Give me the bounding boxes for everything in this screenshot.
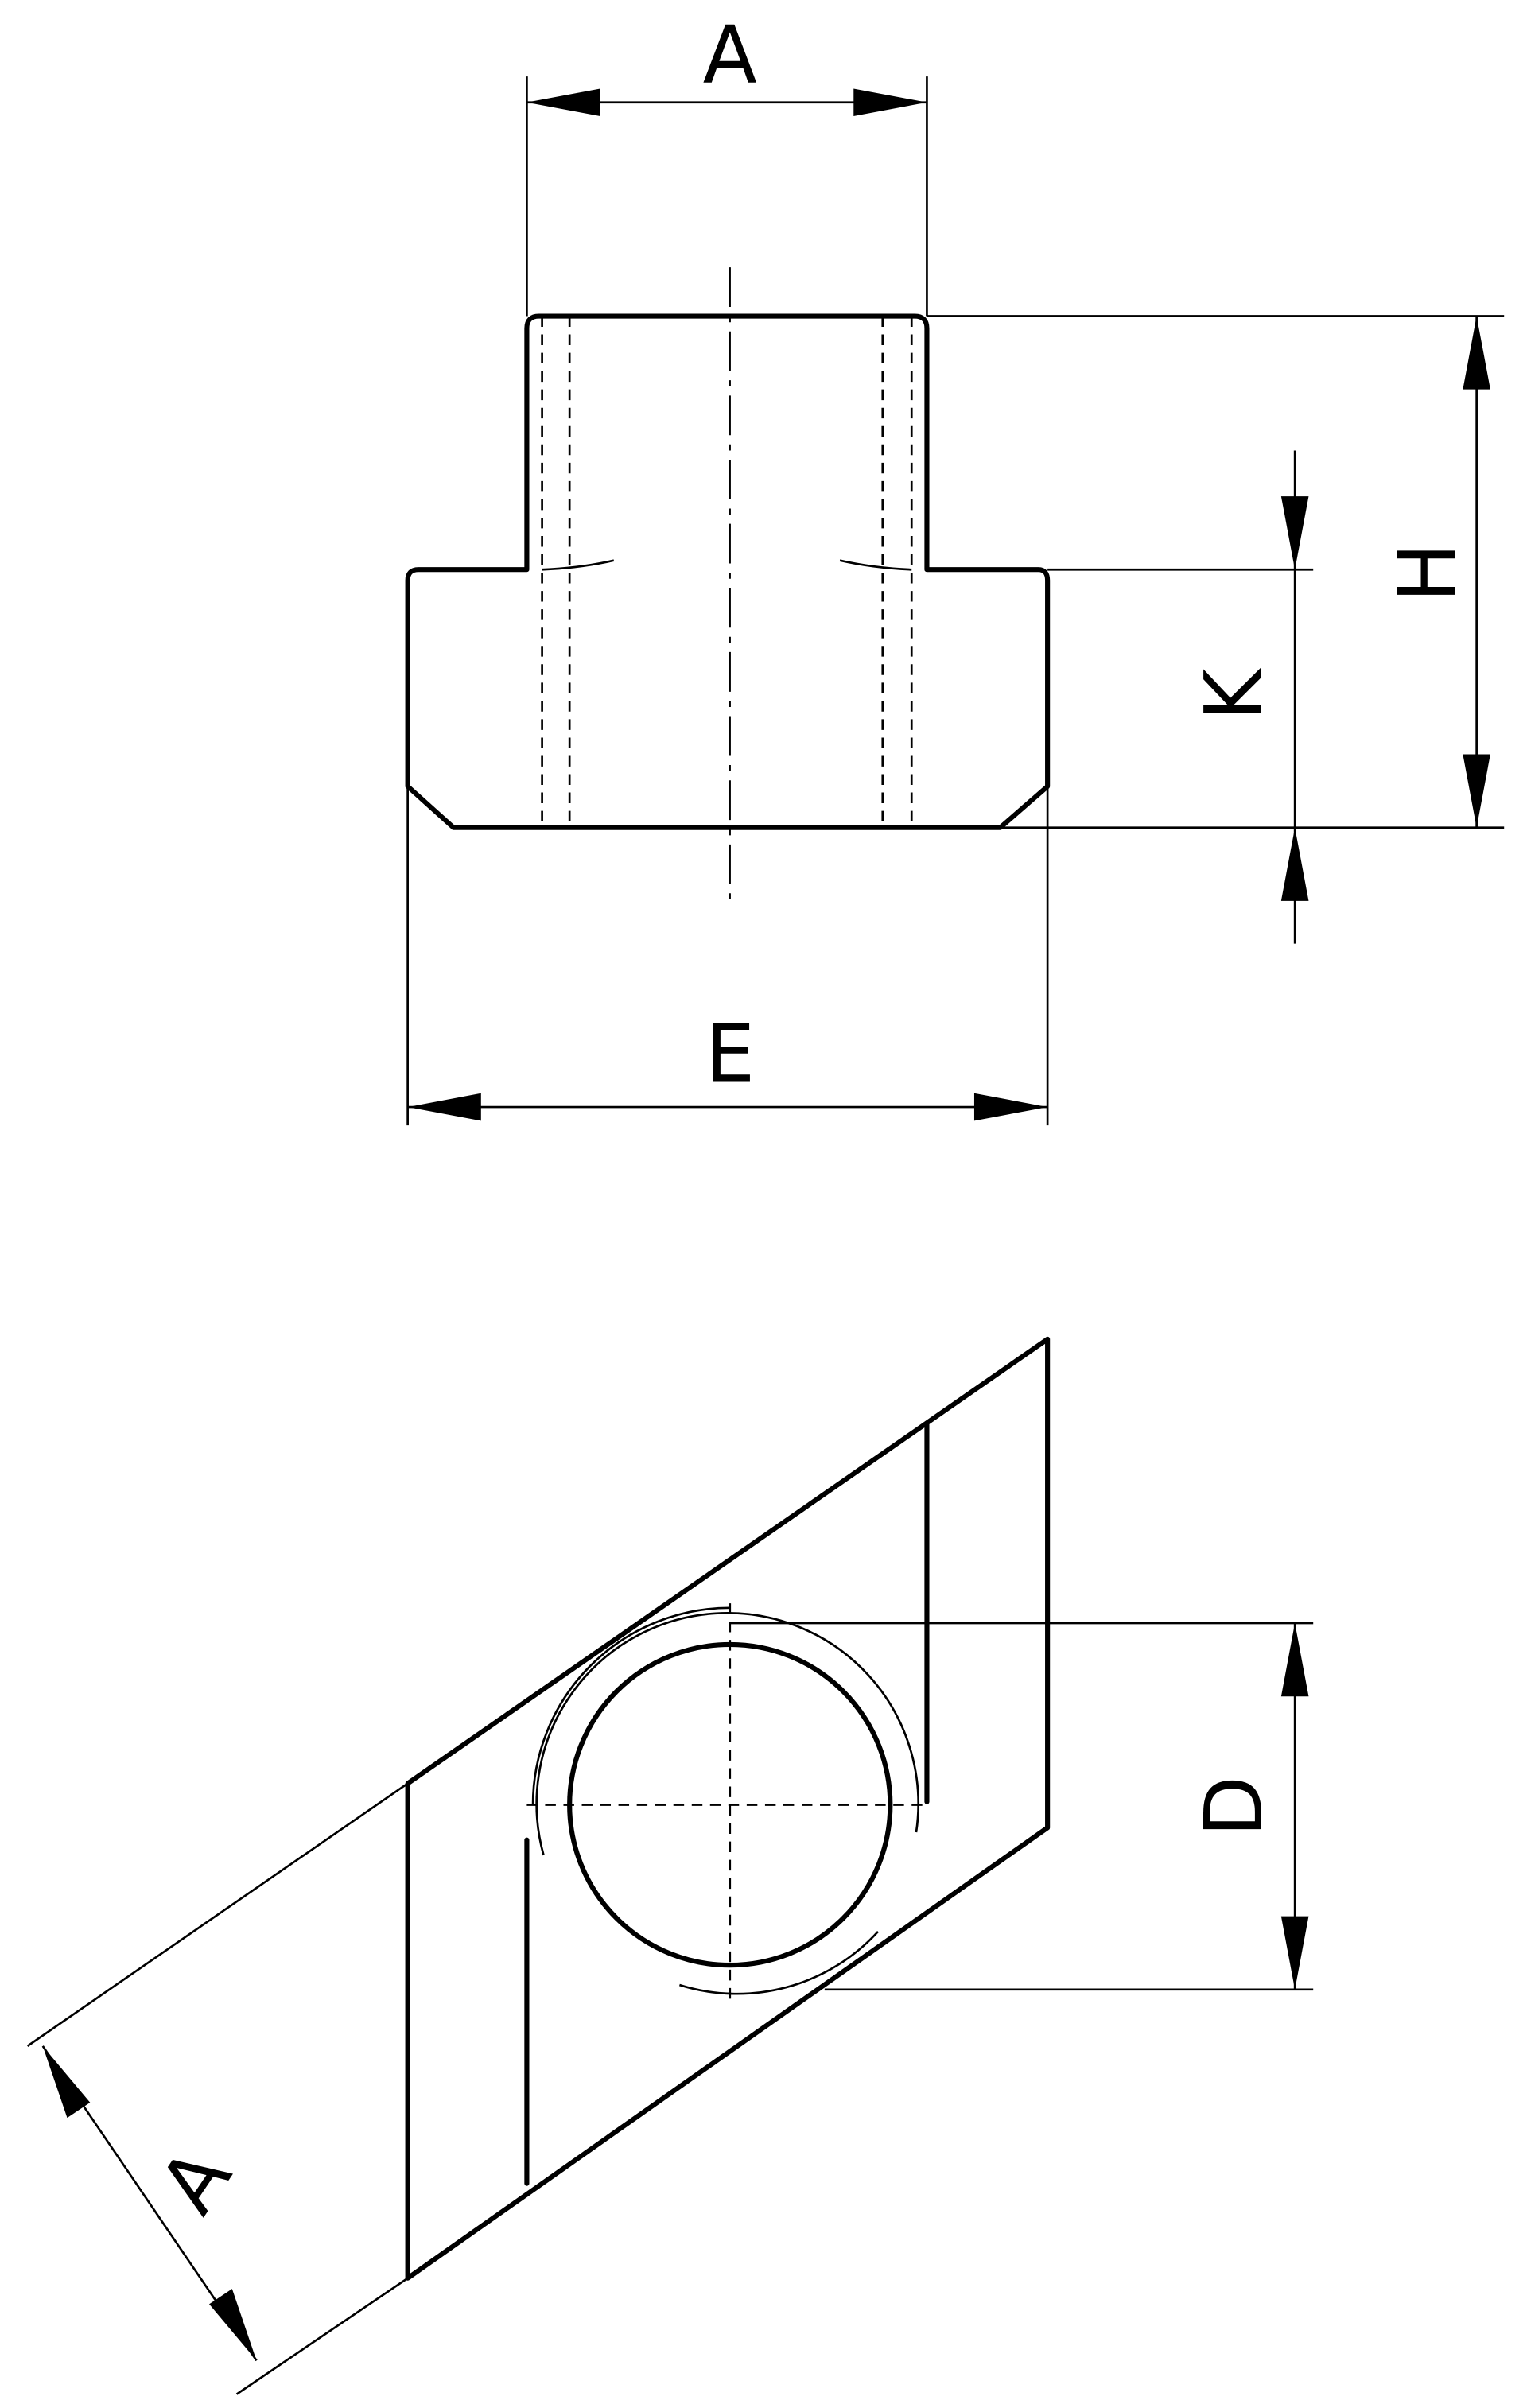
arrowhead xyxy=(1463,316,1490,390)
label-a-top: A xyxy=(703,9,757,102)
side-view: A H K E xyxy=(405,9,1505,1126)
arrowhead xyxy=(1463,754,1490,828)
arrowhead xyxy=(209,2289,257,2361)
arrowhead xyxy=(973,1093,1048,1121)
dimension-h: H xyxy=(927,315,1505,829)
arrowhead xyxy=(1280,496,1309,570)
label-e: E xyxy=(705,1007,755,1100)
arrowhead xyxy=(526,88,600,116)
thread-arc-inner xyxy=(531,1606,730,1805)
thread-hidden-lines xyxy=(541,316,913,825)
arrowhead xyxy=(407,1093,481,1121)
dimension-e: E xyxy=(406,786,1049,1126)
dimension-d: D xyxy=(729,1622,1314,1991)
top-view: D A xyxy=(26,1336,1314,2395)
dimension-k: K xyxy=(1187,450,1309,944)
thread-arc-bottom xyxy=(678,1930,879,1995)
label-d: D xyxy=(1187,1776,1280,1837)
top-view-outline xyxy=(405,1336,1051,2281)
dimension-a-top: A xyxy=(526,9,928,317)
arrowhead xyxy=(1280,1916,1309,1990)
thread-arc xyxy=(535,1612,920,1856)
arrowhead xyxy=(42,2045,91,2119)
arrowhead xyxy=(1280,1623,1309,1697)
side-view-outline xyxy=(405,313,1051,830)
arrowhead xyxy=(853,88,927,116)
label-h: H xyxy=(1381,543,1475,603)
dimension-a-slot: A xyxy=(26,1782,409,2395)
label-k: K xyxy=(1187,666,1280,720)
arrowhead xyxy=(1280,827,1309,901)
